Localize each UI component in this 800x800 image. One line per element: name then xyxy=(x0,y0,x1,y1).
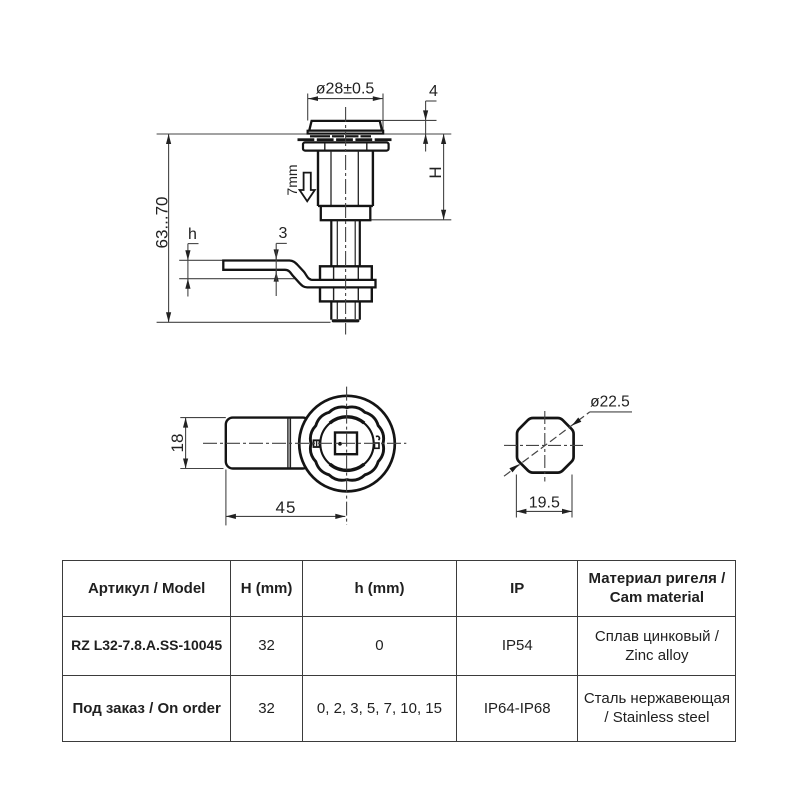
svg-text:45: 45 xyxy=(276,498,297,517)
svg-text:19.5: 19.5 xyxy=(529,495,560,512)
svg-text:3: 3 xyxy=(279,225,288,242)
svg-text:h: h xyxy=(188,226,197,243)
svg-text:18: 18 xyxy=(168,434,187,453)
svg-text:H: H xyxy=(426,166,445,178)
svg-text:ø22.5: ø22.5 xyxy=(590,394,630,411)
svg-text:63...70: 63...70 xyxy=(153,197,172,249)
svg-text:7mm: 7mm xyxy=(284,164,300,195)
svg-text:4: 4 xyxy=(429,83,438,100)
svg-text:ø28±0.5: ø28±0.5 xyxy=(316,81,375,98)
